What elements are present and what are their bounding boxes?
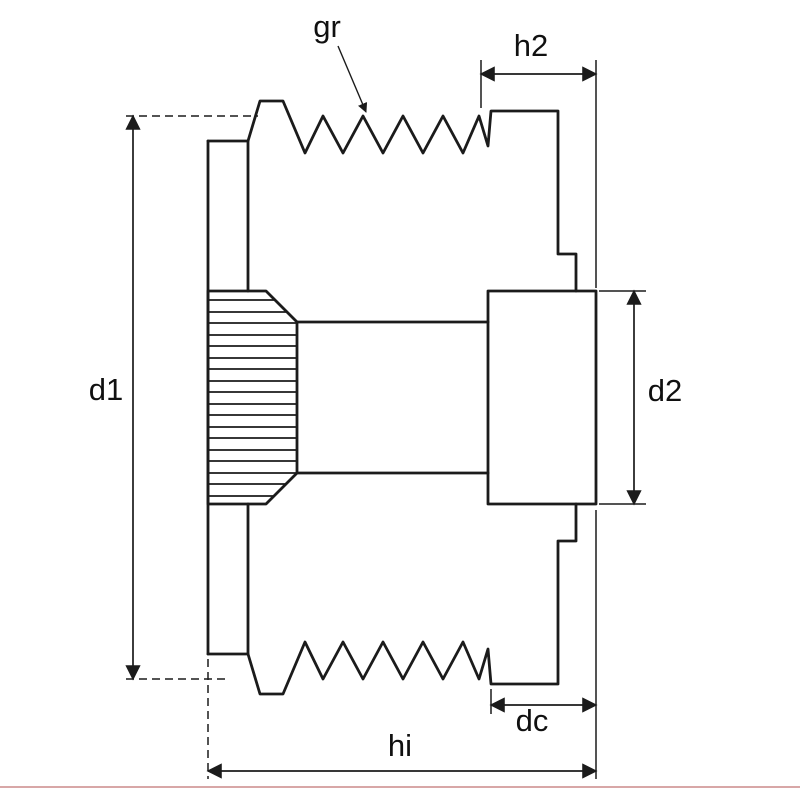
hub-cylinder bbox=[486, 289, 598, 506]
gr-leader-line bbox=[337, 45, 368, 113]
label-hi: hi bbox=[388, 728, 412, 763]
label-h2: h2 bbox=[514, 28, 548, 63]
spline-hatch bbox=[208, 299, 297, 497]
label-dc: dc bbox=[516, 703, 549, 738]
label-d1: d1 bbox=[89, 372, 123, 407]
callout-gr: gr bbox=[313, 9, 368, 113]
dimension-hi: hi bbox=[206, 659, 598, 779]
pulley-body bbox=[206, 99, 598, 696]
bore-lines bbox=[295, 320, 490, 475]
dimension-h2: h2 bbox=[479, 28, 598, 288]
left-flange bbox=[206, 139, 250, 656]
dimension-dc: dc bbox=[489, 510, 598, 779]
groove-profile-bottom bbox=[206, 502, 578, 696]
dimension-d2: d2 bbox=[599, 289, 682, 506]
label-d2: d2 bbox=[648, 373, 682, 408]
dimension-d1: d1 bbox=[89, 114, 258, 681]
groove-profile-top bbox=[206, 99, 578, 293]
bottom-divider bbox=[0, 786, 800, 788]
label-gr: gr bbox=[313, 9, 341, 44]
